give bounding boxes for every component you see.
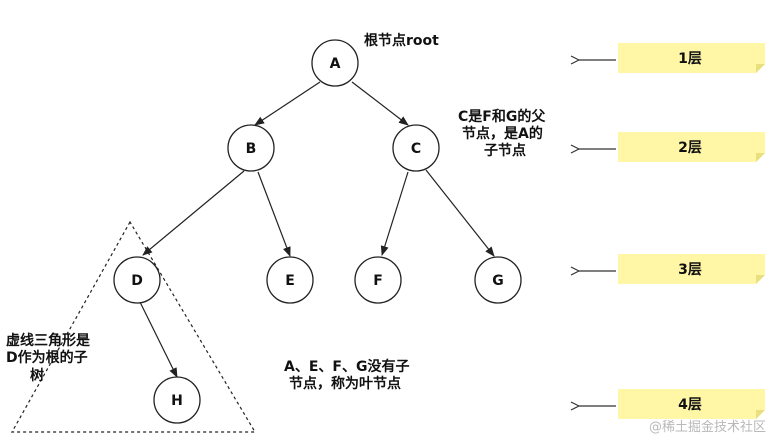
level-4: 4层 bbox=[579, 389, 765, 419]
node-e: E bbox=[266, 256, 314, 304]
edge-d-h bbox=[139, 301, 178, 378]
level-1-label: 1层 bbox=[678, 51, 702, 67]
node-h-circle bbox=[153, 376, 201, 424]
node-g: G bbox=[474, 256, 522, 304]
node-g-circle bbox=[474, 256, 522, 304]
leaf-annotation-line-1: A、E、F、G没有子 bbox=[284, 358, 409, 375]
level-2-note bbox=[618, 132, 765, 162]
node-e-circle bbox=[266, 256, 314, 304]
node-h: H bbox=[153, 376, 201, 424]
leaf-annotation-line-2: 节点，称为叶节点 bbox=[289, 375, 401, 392]
level-4-note bbox=[618, 389, 765, 419]
subtree-annotation-line-3: 树 bbox=[30, 367, 44, 384]
node-b: B bbox=[227, 124, 275, 172]
subtree-annotation-line-1: 虚线三角形是 bbox=[6, 332, 91, 349]
node-f-label: F bbox=[373, 273, 383, 289]
level-2: 2层 bbox=[579, 132, 765, 162]
node-d-label: D bbox=[131, 273, 143, 289]
c-parent-annotation-line-3: 子节点 bbox=[484, 142, 526, 159]
node-d-circle bbox=[113, 256, 161, 304]
node-a: A bbox=[311, 39, 359, 87]
node-g-label: G bbox=[492, 273, 504, 289]
level-3-note bbox=[618, 254, 765, 284]
leaf-annotation: A、E、F、G没有子 节点，称为叶节点 bbox=[284, 358, 409, 392]
edge-b-e bbox=[257, 171, 291, 257]
level-1: 1层 bbox=[579, 43, 765, 73]
node-b-circle bbox=[227, 124, 275, 172]
subtree-annotation: 虚线三角形是 D作为根的子 树 bbox=[6, 332, 91, 384]
tree-edges bbox=[139, 81, 495, 378]
c-parent-annotation: C是F和G的父 节点，是A的 子节点 bbox=[458, 108, 546, 159]
node-e-label: E bbox=[285, 273, 295, 289]
level-3-label: 3层 bbox=[678, 262, 702, 278]
level-1-note bbox=[618, 43, 765, 73]
node-b-label: B bbox=[246, 141, 257, 157]
edge-b-d bbox=[142, 170, 245, 256]
node-c-label: C bbox=[411, 141, 421, 157]
level-3-note-fold bbox=[756, 275, 765, 284]
node-c-circle bbox=[392, 124, 440, 172]
edge-c-f bbox=[380, 171, 409, 256]
edge-c-g bbox=[425, 169, 495, 257]
node-f: F bbox=[354, 256, 402, 304]
node-h-label: H bbox=[171, 393, 183, 409]
edge-a-c bbox=[351, 81, 409, 126]
node-a-circle bbox=[311, 39, 359, 87]
c-parent-annotation-line-1: C是F和G的父 bbox=[458, 108, 546, 125]
subtree-triangle bbox=[10, 220, 257, 433]
level-3: 3层 bbox=[579, 254, 765, 284]
c-parent-annotation-line-2: 节点，是A的 bbox=[462, 125, 543, 142]
node-a-label: A bbox=[330, 56, 341, 72]
node-c: C bbox=[392, 124, 440, 172]
watermark: @稀土掘金技术社区 bbox=[649, 419, 766, 435]
edge-a-b bbox=[254, 81, 321, 126]
level-2-label: 2层 bbox=[678, 140, 702, 156]
subtree-annotation-line-2: D作为根的子 bbox=[6, 349, 88, 366]
node-d: D bbox=[113, 256, 161, 304]
level-1-note-fold bbox=[756, 64, 765, 73]
level-4-note-fold bbox=[756, 410, 765, 419]
node-f-circle bbox=[354, 256, 402, 304]
level-2-note-fold bbox=[756, 153, 765, 162]
level-4-label: 4层 bbox=[678, 397, 702, 413]
root-annotation: 根节点root bbox=[364, 32, 439, 49]
